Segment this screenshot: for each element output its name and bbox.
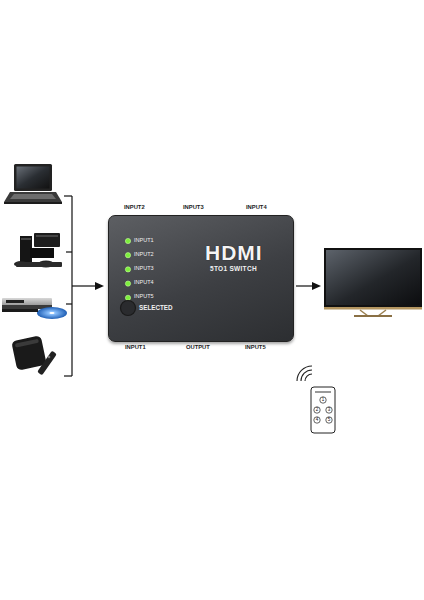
switch-panel [109, 216, 293, 341]
input-bracket [64, 196, 96, 376]
led-label: INPUT2 [134, 252, 154, 258]
button-number: 1 [322, 398, 325, 403]
laptop-icon [4, 164, 62, 204]
model-text: 5TO1 SWITCH [210, 266, 257, 273]
led [125, 281, 130, 286]
switch-box: HDMI 5TO1 SWITCH [108, 215, 294, 342]
output-arrow [296, 285, 313, 286]
select-button [121, 301, 136, 316]
button-number: 4 [316, 418, 319, 423]
port-label: INPUT4 [246, 205, 267, 211]
button-label: SELECTED [139, 305, 173, 311]
button-number: 3 [328, 408, 331, 413]
led [125, 238, 130, 243]
led-label: INPUT3 [134, 266, 154, 272]
led [125, 295, 130, 300]
logo-text: HDMI [205, 242, 263, 263]
media-box-icon [11, 335, 57, 375]
led-label: INPUT1 [134, 238, 154, 244]
arrow-head [95, 282, 104, 290]
led [125, 267, 130, 272]
led-label: INPUT5 [134, 294, 154, 300]
port-label: OUTPUT [186, 345, 210, 351]
dvd-player-icon [2, 298, 67, 319]
led-label: INPUT4 [134, 280, 154, 286]
remote-icon [297, 366, 335, 433]
console-icon [14, 233, 62, 268]
port-label: INPUT1 [125, 345, 146, 351]
button-number: 2 [316, 408, 319, 413]
port-label: INPUT5 [245, 345, 266, 351]
tv-icon [324, 248, 422, 317]
led [125, 253, 130, 258]
button-number: 5 [328, 418, 331, 423]
port-label: INPUT3 [183, 205, 204, 211]
port-label: INPUT2 [124, 205, 145, 211]
arrow-head [312, 282, 321, 290]
